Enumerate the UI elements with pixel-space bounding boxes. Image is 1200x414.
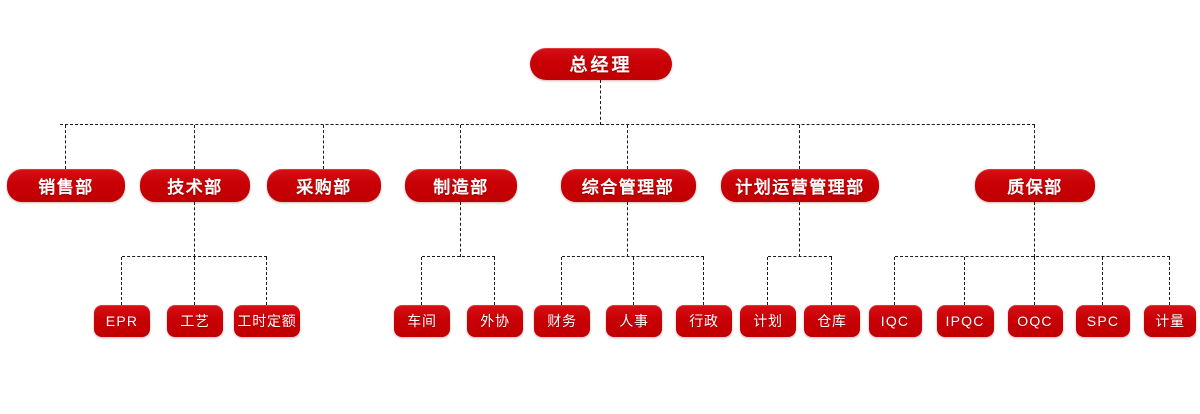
connector-leaf-drop-plan (767, 257, 769, 305)
org-node-dept-manufact[interactable]: 制造部 (405, 169, 517, 202)
org-node-dept-qa[interactable]: 质保部 (975, 169, 1095, 202)
connector-dept-drop-planning (799, 125, 801, 169)
org-node-dept-purchase[interactable]: 采购部 (267, 169, 381, 202)
org-node-leaf-wh[interactable]: 仓库 (804, 305, 860, 337)
connector-subtree-stem-manufact (460, 202, 462, 257)
org-node-leaf-oqc[interactable]: OQC (1007, 305, 1063, 337)
connector-dept-drop-sales (65, 125, 67, 169)
connector-sub-bus-planning (768, 256, 832, 258)
org-node-leaf-meas[interactable]: 计量 (1144, 305, 1196, 337)
connector-dept-drop-manufact (460, 125, 462, 169)
connector-leaf-drop-epr (121, 257, 123, 305)
org-node-leaf-workshop[interactable]: 车间 (394, 305, 450, 337)
connector-sub-bus-manufact (422, 256, 495, 258)
connector-root-stem (600, 80, 602, 125)
connector-leaf-drop-admin (703, 257, 705, 305)
org-node-leaf-outsrc[interactable]: 外协 (467, 305, 523, 337)
connector-leaf-drop-iqc (894, 257, 896, 305)
connector-sub-bus-tech (122, 256, 267, 258)
org-node-leaf-plan[interactable]: 计划 (740, 305, 796, 337)
connector-leaf-drop-workshop (421, 257, 423, 305)
org-node-leaf-epr[interactable]: EPR (94, 305, 150, 337)
org-node-leaf-finance[interactable]: 财务 (534, 305, 590, 337)
connector-leaf-drop-wh (831, 257, 833, 305)
connector-leaf-drop-meas (1169, 257, 1171, 305)
org-node-leaf-spc[interactable]: SPC (1076, 305, 1130, 337)
org-node-root-gm[interactable]: 总经理 (530, 48, 672, 80)
org-node-leaf-admin[interactable]: 行政 (676, 305, 732, 337)
connector-dept-drop-tech (194, 125, 196, 169)
connector-subtree-stem-planning (799, 202, 801, 257)
connector-leaf-drop-outsrc (494, 257, 496, 305)
connector-leaf-drop-quota (266, 257, 268, 305)
org-node-dept-general[interactable]: 综合管理部 (560, 169, 696, 202)
connector-subtree-stem-tech (194, 202, 196, 257)
org-node-leaf-iqc[interactable]: IQC (868, 305, 922, 337)
org-node-dept-tech[interactable]: 技术部 (140, 169, 250, 202)
connector-sub-bus-general (562, 256, 704, 258)
connector-leaf-drop-craft (194, 257, 196, 305)
connector-leaf-drop-oqc (1034, 257, 1036, 305)
connector-subtree-stem-qa (1034, 202, 1036, 257)
connector-dept-drop-qa (1034, 125, 1036, 169)
org-node-dept-sales[interactable]: 销售部 (7, 169, 125, 202)
connector-leaf-drop-ipqc (964, 257, 966, 305)
connector-leaf-drop-hr (633, 257, 635, 305)
org-node-leaf-quota[interactable]: 工时定额 (234, 305, 300, 337)
org-node-leaf-craft[interactable]: 工艺 (167, 305, 223, 337)
connector-sub-bus-qa (895, 256, 1170, 258)
org-node-leaf-hr[interactable]: 人事 (606, 305, 662, 337)
connector-leaf-drop-finance (561, 257, 563, 305)
connector-dept-drop-general (627, 125, 629, 169)
connector-main-bus (60, 124, 1035, 126)
connector-subtree-stem-general (627, 202, 629, 257)
org-node-leaf-ipqc[interactable]: IPQC (936, 305, 994, 337)
connector-dept-drop-purchase (323, 125, 325, 169)
org-node-dept-planning[interactable]: 计划运营管理部 (721, 169, 879, 202)
connector-leaf-drop-spc (1102, 257, 1104, 305)
